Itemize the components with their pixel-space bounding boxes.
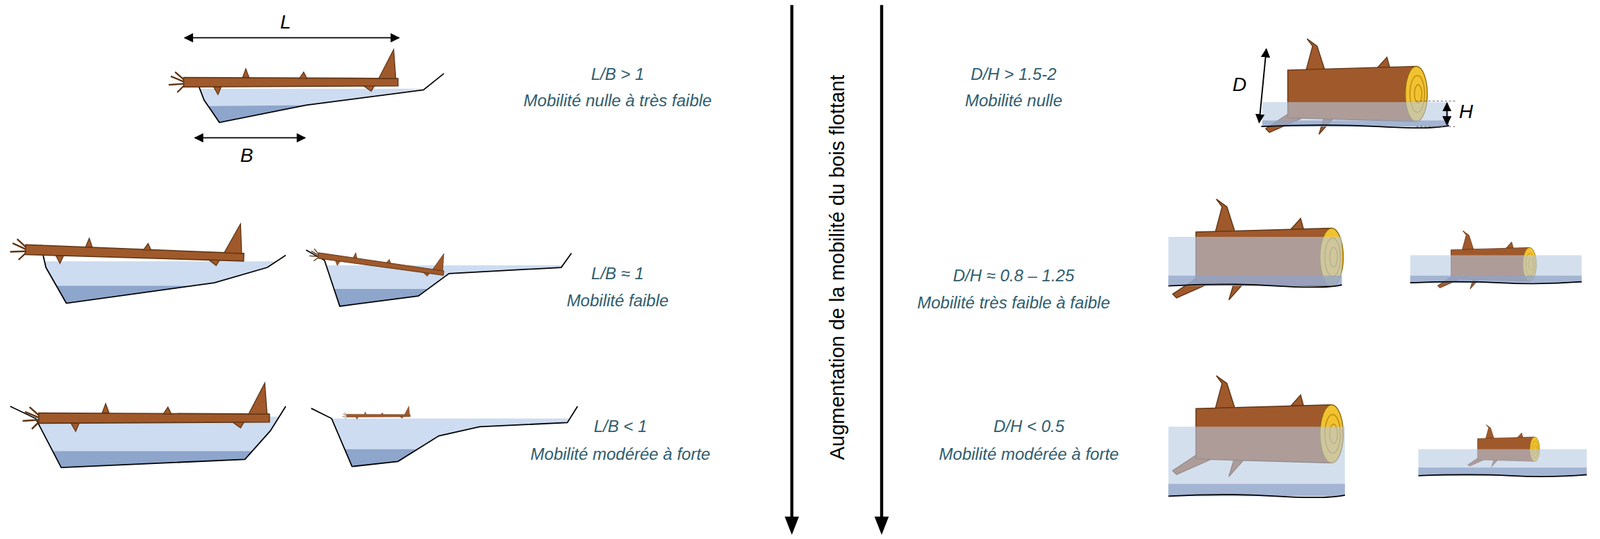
dimension-label: B	[240, 143, 254, 168]
ratio-label: L/B ≈ 1	[591, 264, 645, 285]
dimension-label: L	[279, 10, 292, 35]
mobility-label: Mobilité nulle à très faible	[523, 91, 713, 112]
ratio-label: L/B > 1	[591, 64, 645, 85]
ratio-label: L/B < 1	[594, 416, 648, 437]
ratio-label: D/H < 0.5	[993, 416, 1065, 437]
mobility-label: Mobilité modérée à forte	[530, 444, 711, 465]
dimension-label: D	[1232, 72, 1247, 97]
ratio-label: D/H > 1.5-2	[970, 64, 1057, 85]
mobility-label: Mobilité faible	[566, 291, 670, 312]
mobility-label: Mobilité nulle	[965, 91, 1063, 112]
ratio-label: D/H ≈ 0.8 – 1.25	[953, 266, 1075, 287]
mobility-label: Mobilité très faible à faible	[917, 293, 1110, 314]
dimension-label: H	[1458, 100, 1473, 124]
axis-label: Augmentation de la mobilité du bois flot…	[825, 75, 850, 461]
mobility-label: Mobilité modérée à forte	[939, 444, 1120, 465]
